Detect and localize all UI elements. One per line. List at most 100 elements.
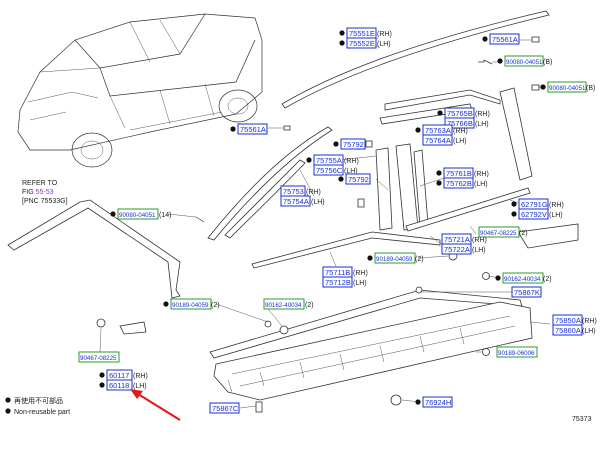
- figure-code: 75373: [572, 416, 592, 423]
- callout-75756C[interactable]: 75756C (LH): [313, 164, 358, 176]
- svg-text:90080-04051: 90080-04051: [506, 59, 543, 66]
- legend: 再使用不可部品 Non-reusable part: [5, 396, 70, 416]
- callout-90467-08225-l[interactable]: 90467-08225: [78, 351, 120, 363]
- svg-text:90080-04051: 90080-04051: [549, 85, 586, 92]
- door-frame-parts: [119, 87, 579, 335]
- svg-text:(2): (2): [519, 230, 528, 237]
- callout-75754A[interactable]: 75754A (LH): [280, 195, 325, 207]
- svg-text:(2): (2): [415, 256, 424, 263]
- svg-text:75792: 75792: [348, 175, 369, 184]
- svg-text:90189-06006: 90189-06006: [498, 350, 535, 357]
- callout-76924H[interactable]: 76924H: [415, 396, 453, 408]
- svg-text:(RH): (RH): [306, 189, 321, 196]
- svg-text:(RH): (RH): [472, 237, 487, 244]
- callout-90189-06006[interactable]: 90189-06006: [496, 346, 538, 358]
- svg-text:(2): (2): [211, 302, 220, 309]
- callout-90080-04051-b1[interactable]: 90080-04051 (B): [497, 55, 552, 67]
- callout-75867C[interactable]: 75867C: [209, 402, 240, 414]
- callout-90189-04059-l[interactable]: 90189-04059 (2): [163, 298, 220, 310]
- svg-text:(LH): (LH): [344, 168, 358, 175]
- callout-75755A[interactable]: 75755A (RH): [306, 154, 359, 166]
- callout-75850A[interactable]: 75850A (RH): [552, 314, 597, 326]
- vehicle-illustration: [17, 13, 263, 168]
- svg-text:(LH): (LH): [377, 41, 391, 48]
- red-arrow-icon: [130, 389, 181, 421]
- callout-75764A[interactable]: 75764A (LH): [422, 134, 467, 146]
- svg-text:90080-04051: 90080-04051: [119, 212, 156, 219]
- callout-90162-40034-r[interactable]: 90162-40034 (2): [495, 272, 552, 284]
- svg-text:75850A: 75850A: [555, 316, 581, 325]
- callout-75561A-top[interactable]: 75561A: [482, 33, 520, 45]
- callout-75551E[interactable]: 75551E (RH): [339, 27, 392, 39]
- callout-75711B[interactable]: 75711B (RH): [322, 266, 368, 278]
- svg-text:(LH): (LH): [453, 138, 467, 145]
- svg-text:75766B: 75766B: [447, 119, 473, 128]
- refer-note: REFER TO FIG 55-53 [PNC 75533G]: [22, 180, 68, 205]
- svg-text:75754A: 75754A: [283, 197, 309, 206]
- callout-75561A-mid[interactable]: 75561A: [230, 123, 268, 135]
- callout-75753[interactable]: 75753 (RH): [280, 185, 321, 197]
- callout-62792V[interactable]: 62792V (LH): [511, 208, 563, 220]
- svg-text:90467-08225: 90467-08225: [480, 230, 517, 237]
- svg-text:75762B: 75762B: [446, 179, 472, 188]
- svg-text:62791G: 62791G: [521, 200, 548, 209]
- svg-text:(RH): (RH): [474, 171, 489, 178]
- windshield-molding: [7, 199, 181, 299]
- callout-75860A[interactable]: 75860A (LH): [552, 324, 596, 336]
- callout-75867K[interactable]: 75867K: [511, 286, 542, 298]
- svg-text:75561A: 75561A: [492, 35, 518, 44]
- callout-75762B[interactable]: 75762B (LH): [436, 177, 488, 189]
- svg-text:75755A: 75755A: [316, 156, 342, 165]
- svg-text:(LH): (LH): [353, 280, 367, 287]
- svg-text:(B): (B): [543, 59, 552, 66]
- svg-text:90189-04059: 90189-04059: [172, 302, 209, 309]
- svg-text:(B): (B): [586, 85, 595, 92]
- callout-75552E[interactable]: 75552E (LH): [339, 37, 391, 49]
- refer-line-3: [PNC 75533G]: [22, 198, 68, 205]
- callout-75765B[interactable]: 75765B (RH): [437, 107, 490, 119]
- callout-75792-a[interactable]: 75792: [333, 138, 366, 150]
- svg-text:75753: 75753: [283, 187, 304, 196]
- callout-90467-08225-r[interactable]: 90467-08225 (2): [478, 226, 528, 238]
- callout-75766B[interactable]: 75766B (LH): [444, 117, 489, 129]
- callout-60117[interactable]: 60117 (RH): [99, 369, 148, 381]
- svg-text:75792: 75792: [343, 140, 364, 149]
- svg-text:90467-08225: 90467-08225: [80, 355, 117, 362]
- svg-text:75722A: 75722A: [444, 245, 470, 254]
- svg-text:(RH): (RH): [582, 318, 597, 325]
- callout-90080-04051-14[interactable]: 90080-04051 (14): [110, 208, 171, 220]
- callout-75712B[interactable]: 75712B (LH): [322, 276, 367, 288]
- refer-fig-link[interactable]: 55-53: [36, 189, 54, 196]
- svg-text:90162-40034: 90162-40034: [265, 302, 302, 309]
- svg-text:90189-04059: 90189-04059: [376, 256, 413, 263]
- rocker-moldings: [209, 289, 533, 401]
- svg-text:75552E: 75552E: [349, 39, 375, 48]
- callout-60118[interactable]: 60118 (LH): [99, 379, 147, 391]
- svg-text:(LH): (LH): [475, 121, 489, 128]
- refer-line-1: REFER TO: [22, 180, 58, 187]
- svg-text:75761B: 75761B: [446, 169, 472, 178]
- svg-text:(LH): (LH): [474, 181, 488, 188]
- callout-75792-b[interactable]: 75792: [338, 173, 371, 185]
- svg-text:(RH): (RH): [549, 202, 564, 209]
- svg-text:75712B: 75712B: [325, 278, 351, 287]
- svg-text:75764A: 75764A: [425, 136, 451, 145]
- svg-text:75867C: 75867C: [212, 404, 239, 413]
- svg-text:75756C: 75756C: [316, 166, 343, 175]
- svg-text:60118: 60118: [109, 381, 129, 390]
- svg-text:(RH): (RH): [353, 270, 368, 277]
- callout-62791G[interactable]: 62791G (RH): [511, 198, 564, 210]
- svg-text:75763A: 75763A: [425, 126, 451, 135]
- callout-90189-04059-r[interactable]: 90189-04059 (2): [367, 252, 424, 264]
- svg-text:(LH): (LH): [311, 199, 325, 206]
- svg-text:62792V: 62792V: [521, 210, 547, 219]
- svg-text:90162-40034: 90162-40034: [504, 276, 541, 283]
- svg-text:(LH): (LH): [549, 212, 563, 219]
- svg-text:75551E: 75551E: [349, 29, 375, 38]
- svg-text:75765B: 75765B: [447, 109, 473, 118]
- callout-75722A[interactable]: 75722A (LH): [441, 243, 486, 255]
- callout-75761B[interactable]: 75761B (RH): [436, 167, 489, 179]
- callout-90162-40034-l[interactable]: 90162-40034 (2): [263, 298, 314, 310]
- callout-90080-04051-b2[interactable]: 90080-04051 (B): [540, 81, 595, 93]
